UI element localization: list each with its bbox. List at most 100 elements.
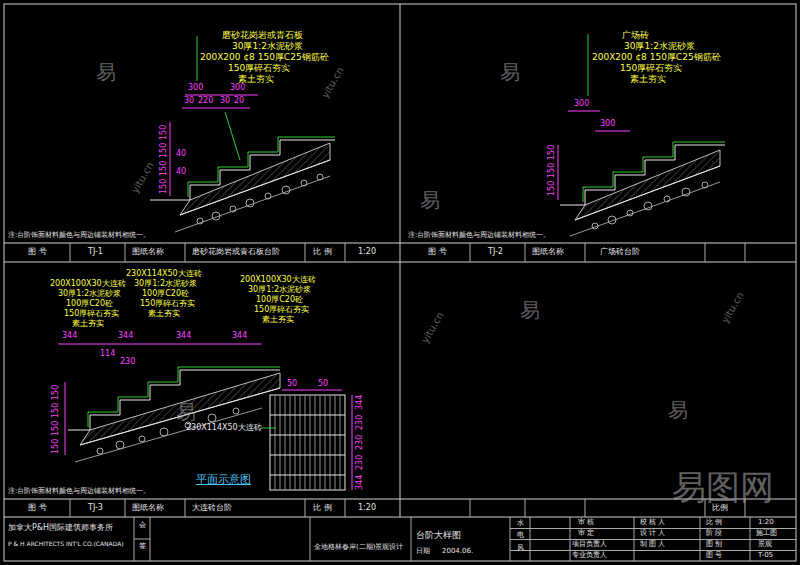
title-cell: 图纸名称 [132, 504, 164, 512]
watermark: 易 [420, 190, 440, 210]
dimension-number: 344 [356, 475, 364, 490]
title-cell: 校 核 人 [640, 519, 665, 526]
title-cell: 专业负责人 [572, 552, 607, 559]
dimension-number: 40 [176, 168, 186, 176]
watermark: 易 [520, 300, 540, 320]
material-note: 150厚碎石夯实 [228, 64, 290, 73]
title-cell: 磨砂花岗岩或青石板台阶 [192, 248, 280, 256]
title-cell: 台阶大样图 [416, 531, 461, 540]
dimension-number: 150 [160, 179, 168, 194]
material-note: 230X114X50大连砖 [126, 270, 202, 278]
title-cell: 审 定 [578, 530, 594, 537]
material-note: 广场砖 [622, 31, 649, 40]
title-cell: 图纸名称 [132, 248, 164, 256]
watermark: 易 [176, 402, 196, 422]
material-note: 磨砂花岗岩或青石板 [222, 31, 303, 40]
view-title: 平面示意图 [196, 474, 251, 485]
dimension-number: 150 [52, 421, 60, 436]
watermark: yitu.cn [130, 161, 156, 195]
title-cell: 加拿大P&H国际建筑师事务所 [8, 524, 113, 532]
dimension-number: 150 [52, 403, 60, 418]
title-cell: 注:台阶饰面材料颜色与周边铺装材料相统一。 [408, 232, 550, 239]
dimension-number: 300 [230, 84, 245, 92]
dimension-number: 300 [600, 120, 615, 128]
material-note: 100厚C20砼 [66, 300, 113, 308]
material-note: 200X100X30大连砖 [240, 276, 316, 284]
title-cell: 图 号 [28, 248, 47, 256]
dimension-number: 230 [356, 435, 364, 450]
dimension-number: 344 [118, 332, 133, 340]
material-note: 150厚碎石夯实 [254, 306, 309, 314]
dimension-number: 150 [548, 163, 556, 178]
material-note: 30厚1:2水泥砂浆 [58, 290, 121, 298]
material-note: 100厚C20砼 [256, 296, 303, 304]
title-cell: 设 计 人 [640, 530, 665, 537]
title-cell: 1:20 [358, 504, 376, 512]
title-cell: 风 [517, 545, 524, 552]
dimension-number: 20 [234, 97, 244, 105]
title-cell: TJ-3 [88, 504, 103, 512]
dimension-number: 344 [356, 395, 364, 410]
dimension-number: 150 [160, 143, 168, 158]
title-cell: 注:台阶饰面材料颜色与周边铺装材料相统一。 [8, 232, 150, 239]
title-cell: 施工图 [756, 530, 777, 537]
material-note: 30厚1:2水泥砂浆 [232, 42, 303, 51]
dimension-number: 344 [62, 332, 77, 340]
title-cell: P & H ARCHITECTS INT'L CO.(CANADA) [8, 541, 124, 547]
title-cell: 注:台阶饰面材料颜色与周边铺装材料相统一。 [8, 488, 150, 495]
dimension-number: 230 [356, 455, 364, 470]
dimension-number: 50 [287, 380, 297, 388]
title-cell: 日期 [416, 548, 430, 555]
title-cell: 制 图 人 [640, 541, 665, 548]
title-cell: 图 号 [428, 248, 447, 256]
dimension-number: 150 [52, 439, 60, 454]
dimension-number: 114 [100, 350, 115, 358]
watermark: 易 [500, 62, 520, 82]
dimension-number: 50 [318, 380, 328, 388]
title-cell: TJ-2 [488, 248, 503, 256]
title-cell: 图 号 [706, 552, 722, 559]
material-note: 素土夯实 [262, 316, 294, 324]
material-note: 200X100X30大连砖 [50, 280, 126, 288]
title-cell: T-05 [758, 552, 773, 559]
dimension-number: 230 [120, 358, 135, 366]
material-note: 素土夯实 [630, 75, 666, 84]
title-cell: 比 例 [313, 504, 332, 512]
dimension-number: 344 [232, 332, 247, 340]
material-note: 30厚1:2水泥砂浆 [624, 42, 695, 51]
dimension-number: 150 [548, 145, 556, 160]
title-cell: 阶 段 [706, 530, 722, 537]
dimension-number: 150 [52, 385, 60, 400]
title-cell: 金地格林春岸(二期)景观设计 [314, 544, 403, 551]
watermark: yitu.cn [320, 66, 346, 100]
dimension-number: 344 [176, 332, 191, 340]
material-note: 150厚碎石夯实 [140, 300, 195, 308]
dimension-number: 300 [574, 100, 589, 108]
material-note: 200X200 ¢8 150厚C25钢筋砼 [200, 53, 329, 62]
watermark: 易 [96, 62, 116, 82]
title-cell: 1:20 [358, 248, 376, 256]
material-note: 100厚C20砼 [142, 290, 189, 298]
title-cell: 230X114X50大连砖 [186, 424, 262, 432]
dimension-number: 30 [220, 97, 230, 105]
title-cell: 电 [517, 532, 524, 539]
dimension-number: 150 [160, 161, 168, 176]
material-note: 素土夯实 [148, 310, 180, 318]
title-cell: 签 [139, 543, 146, 550]
dimension-number: 150 [160, 125, 168, 140]
title-cell: 比 例 [706, 519, 722, 526]
title-cell: 图 号 [28, 504, 47, 512]
material-note: 150厚碎石夯实 [64, 310, 119, 318]
dimension-number: 230 [356, 415, 364, 430]
title-cell: 水 [517, 520, 524, 527]
title-cell: 比例 [712, 504, 728, 512]
title-cell: 会 [139, 522, 146, 529]
material-note: 30厚1:2水泥砂浆 [134, 280, 197, 288]
dimension-number: 40 [176, 150, 186, 158]
watermark: yitu.cn [720, 291, 746, 325]
watermark: 易图网 [672, 470, 774, 504]
title-cell: 审 核 [578, 519, 594, 526]
material-note: 30厚1:2水泥砂浆 [248, 286, 311, 294]
title-cell: 图 别 [706, 541, 722, 548]
